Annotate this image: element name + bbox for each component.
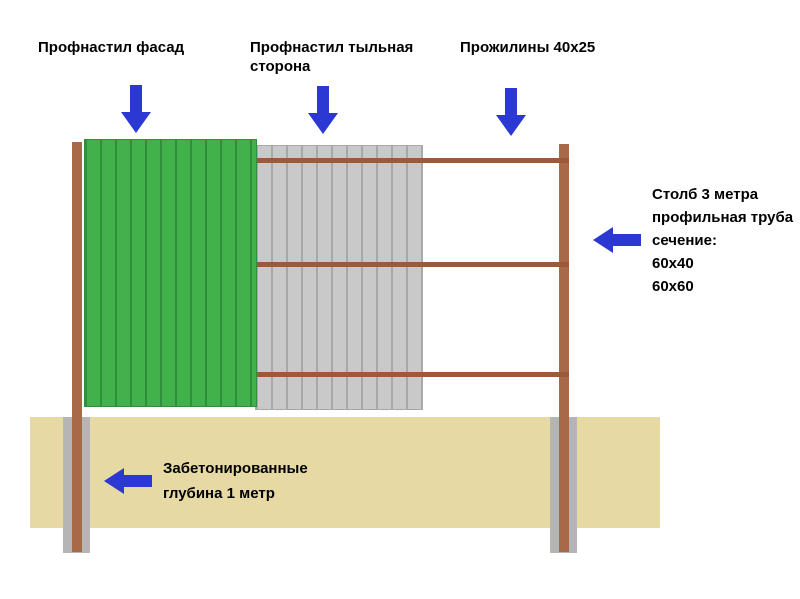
- post-note-line: сечение:: [652, 232, 717, 249]
- facade-panel: [84, 139, 257, 407]
- arrow-down-rails-shape: [496, 88, 526, 136]
- arrow-down-back: [308, 86, 338, 134]
- fence-post-left: [72, 142, 82, 552]
- label-post-note: Столб 3 метра профильная труба сечение: …: [652, 183, 797, 298]
- post-note-line: Столб 3 метра: [652, 186, 759, 203]
- arrow-down-facade: [121, 85, 151, 133]
- post-note-line: профильная труба: [652, 209, 794, 226]
- arrow-left-post-shape: [593, 227, 641, 253]
- arrow-left-concrete: [104, 468, 152, 494]
- rail-top: [255, 158, 569, 163]
- arrow-left-post: [593, 227, 641, 253]
- rail-middle: [255, 262, 569, 267]
- fence-post-right: [559, 144, 569, 552]
- label-concrete-note: Забетонированные глубина 1 метр: [163, 456, 363, 506]
- rail-bottom: [255, 372, 569, 377]
- arrow-down-facade-shape: [121, 85, 151, 133]
- arrow-left-concrete-shape: [104, 468, 152, 494]
- label-back-panel: Профнастил тыльная сторона: [250, 39, 414, 75]
- arrow-down-rails: [496, 88, 526, 136]
- concrete-note-line: Забетонированные: [163, 460, 308, 477]
- concrete-note-line: глубина 1 метр: [163, 485, 275, 502]
- back-panel: [255, 145, 423, 410]
- arrow-down-back-shape: [308, 86, 338, 134]
- label-rails: Прожилины 40х25: [460, 39, 596, 56]
- label-facade-panel: Профнастил фасад: [38, 39, 185, 56]
- post-note-line: 60х40: [652, 255, 694, 272]
- post-note-line: 60х60: [652, 278, 694, 295]
